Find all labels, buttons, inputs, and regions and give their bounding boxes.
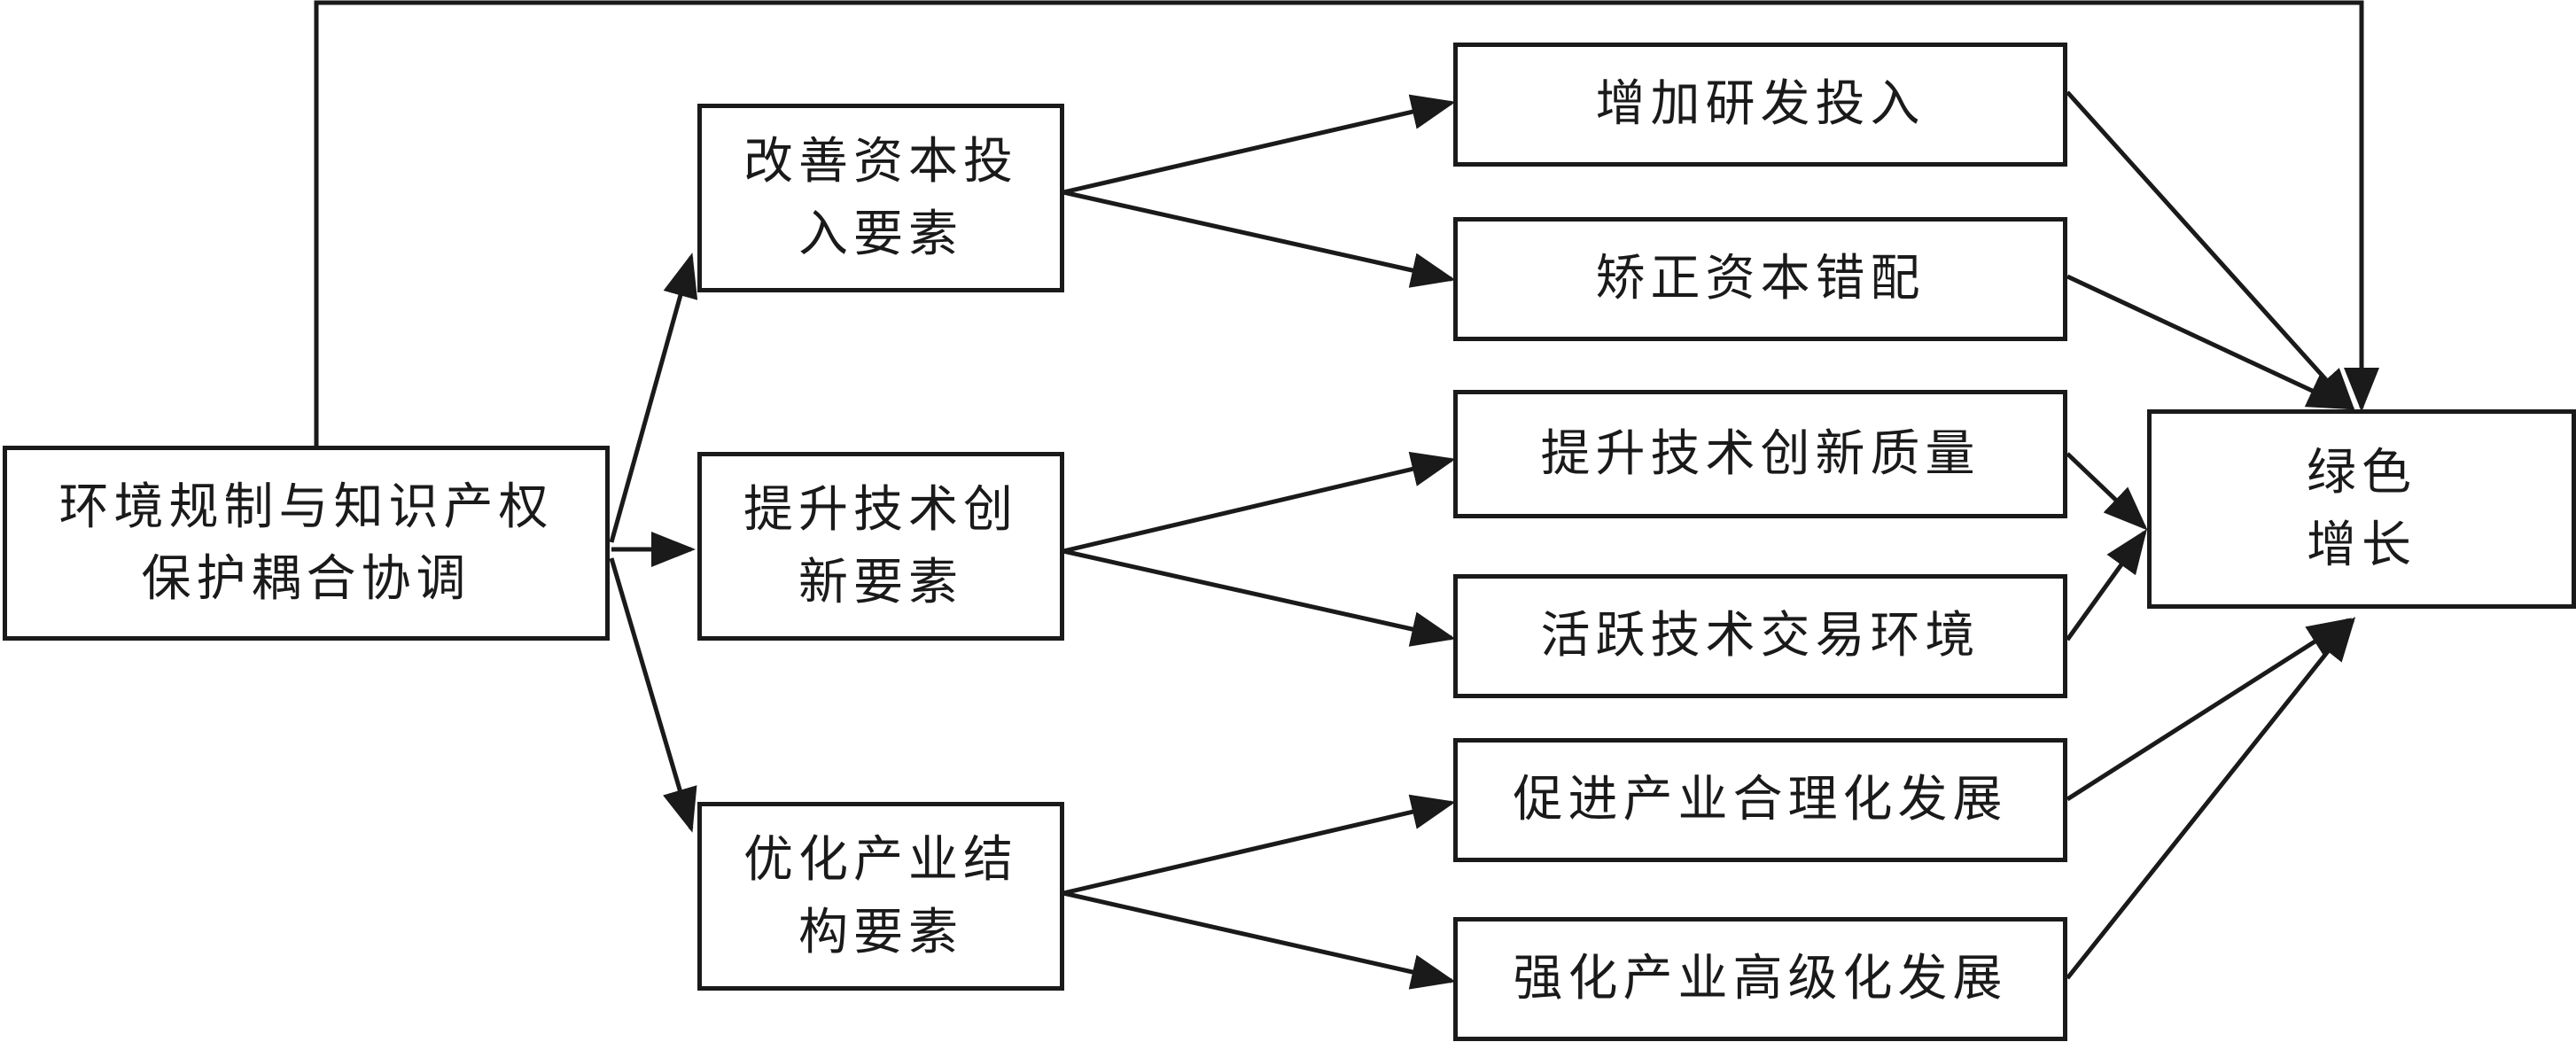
mediator-industry-line-1: 优化产业结 <box>743 831 1018 890</box>
channel-node-technology-trading: 活跃技术交易环境 <box>1453 574 2067 698</box>
channel-node-innovation-quality: 提升技术创新质量 <box>1453 390 2067 518</box>
arrow-technology-to-quality <box>1062 451 1456 554</box>
arrow-source-to-capital <box>609 253 698 543</box>
arrow-rd-to-growth <box>2066 90 2356 413</box>
arrow-quality-to-growth <box>2066 452 2148 531</box>
arrow-source-to-industry <box>609 557 697 833</box>
channel-capital-misallocation-label: 矫正资本错配 <box>1595 250 1926 308</box>
channel-industrial-rationalization-label: 促进产业合理化发展 <box>1513 771 2008 829</box>
arrow-rationalization-to-growth <box>2066 618 2353 802</box>
source-line-2: 保护耦合协调 <box>141 550 471 608</box>
source-node: 环境规制与知识产权 保护耦合协调 <box>3 446 610 641</box>
channel-node-industrial-rationalization: 促进产业合理化发展 <box>1453 738 2067 862</box>
direct-effect-arrow <box>314 0 2379 447</box>
channel-node-industrial-upgrading: 强化产业高级化发展 <box>1453 917 2067 1041</box>
channel-industrial-upgrading-label: 强化产业高级化发展 <box>1513 950 2008 1008</box>
arrow-trading-to-growth <box>2065 528 2147 642</box>
mediator-industry-line-2: 构要素 <box>798 903 963 961</box>
arrow-upgrading-to-growth <box>2066 617 2356 980</box>
channel-technology-trading-label: 活跃技术交易环境 <box>1540 607 1981 665</box>
arrow-misallocation-to-growth <box>2066 274 2353 410</box>
mediator-node-technology: 提升技术创 新要素 <box>697 452 1064 641</box>
arrow-industry-to-rationalization <box>1062 794 1456 896</box>
arrow-capital-to-misallocation <box>1062 190 1456 288</box>
arrow-technology-to-trading <box>1062 548 1456 647</box>
arrow-industry-to-upgrading <box>1062 890 1456 990</box>
channel-rd-investment-label: 增加研发投入 <box>1595 75 1926 134</box>
mediator-technology-line-1: 提升技术创 <box>743 481 1018 540</box>
outcome-node-green-growth: 绿色 增长 <box>2147 409 2576 609</box>
mediator-node-industry: 优化产业结 构要素 <box>697 802 1064 991</box>
source-line-1: 环境规制与知识产权 <box>58 478 554 536</box>
mediator-node-capital: 改善资本投 入要素 <box>697 104 1064 292</box>
outcome-line-1: 绿色 <box>2307 444 2416 502</box>
channel-node-rd-investment: 增加研发投入 <box>1453 43 2067 167</box>
channel-node-capital-misallocation: 矫正资本错配 <box>1453 217 2067 341</box>
mediator-capital-line-1: 改善资本投 <box>743 133 1018 191</box>
channel-innovation-quality-label: 提升技术创新质量 <box>1540 424 1981 483</box>
mediator-capital-line-2: 入要素 <box>798 205 963 263</box>
arrow-capital-to-rd <box>1062 94 1456 195</box>
outcome-line-2: 增长 <box>2307 516 2416 574</box>
mediator-technology-line-2: 新要素 <box>798 553 963 611</box>
